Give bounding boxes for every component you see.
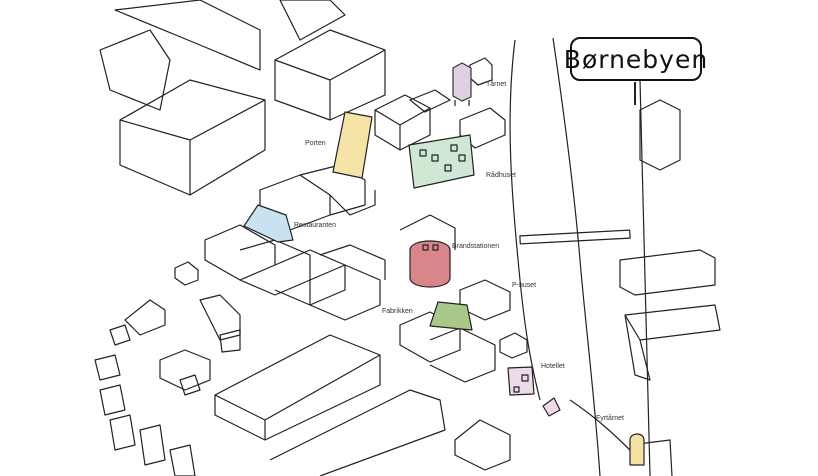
label-taarnet[interactable]: Tårnet xyxy=(486,81,507,88)
label-fabrikken[interactable]: Fabrikken xyxy=(382,308,413,315)
brandstationen-building[interactable] xyxy=(409,240,451,288)
label-phuset[interactable]: P-huset xyxy=(512,282,537,289)
road-edge xyxy=(509,39,541,401)
building xyxy=(279,0,346,41)
taarnet-building[interactable] xyxy=(452,62,472,106)
restauranten-building[interactable] xyxy=(243,204,294,243)
building xyxy=(114,0,261,71)
porten-building[interactable] xyxy=(332,111,373,179)
fyr-house xyxy=(542,397,561,417)
road-edge xyxy=(552,37,601,476)
hotellet-building[interactable] xyxy=(507,366,535,396)
building xyxy=(274,29,386,121)
crosswalk xyxy=(519,229,631,245)
building xyxy=(624,304,721,381)
building xyxy=(119,79,266,196)
building xyxy=(639,99,681,171)
label-fyrtaarnet[interactable]: Fyrtårnet xyxy=(596,415,625,422)
building xyxy=(454,419,511,471)
label-porten[interactable]: Porten xyxy=(305,140,326,147)
building xyxy=(619,249,716,296)
building-cluster xyxy=(174,57,528,383)
title-speech-bubble: Børnebyen xyxy=(564,37,707,81)
label-brandstationen[interactable]: Brandstationen xyxy=(452,243,500,250)
building xyxy=(99,29,171,111)
building xyxy=(269,389,446,476)
label-hotellet[interactable]: Hotellet xyxy=(541,363,565,370)
fyrtaarnet-building[interactable] xyxy=(629,433,645,466)
building xyxy=(214,334,381,441)
label-restauranten[interactable]: Restauranten xyxy=(294,222,337,229)
fabrikken-building[interactable] xyxy=(429,301,473,331)
label-raadhuset[interactable]: Rådhuset xyxy=(486,172,516,179)
houses-left xyxy=(94,294,241,476)
road-edge xyxy=(639,79,651,476)
raadhuset-building[interactable] xyxy=(408,134,475,189)
